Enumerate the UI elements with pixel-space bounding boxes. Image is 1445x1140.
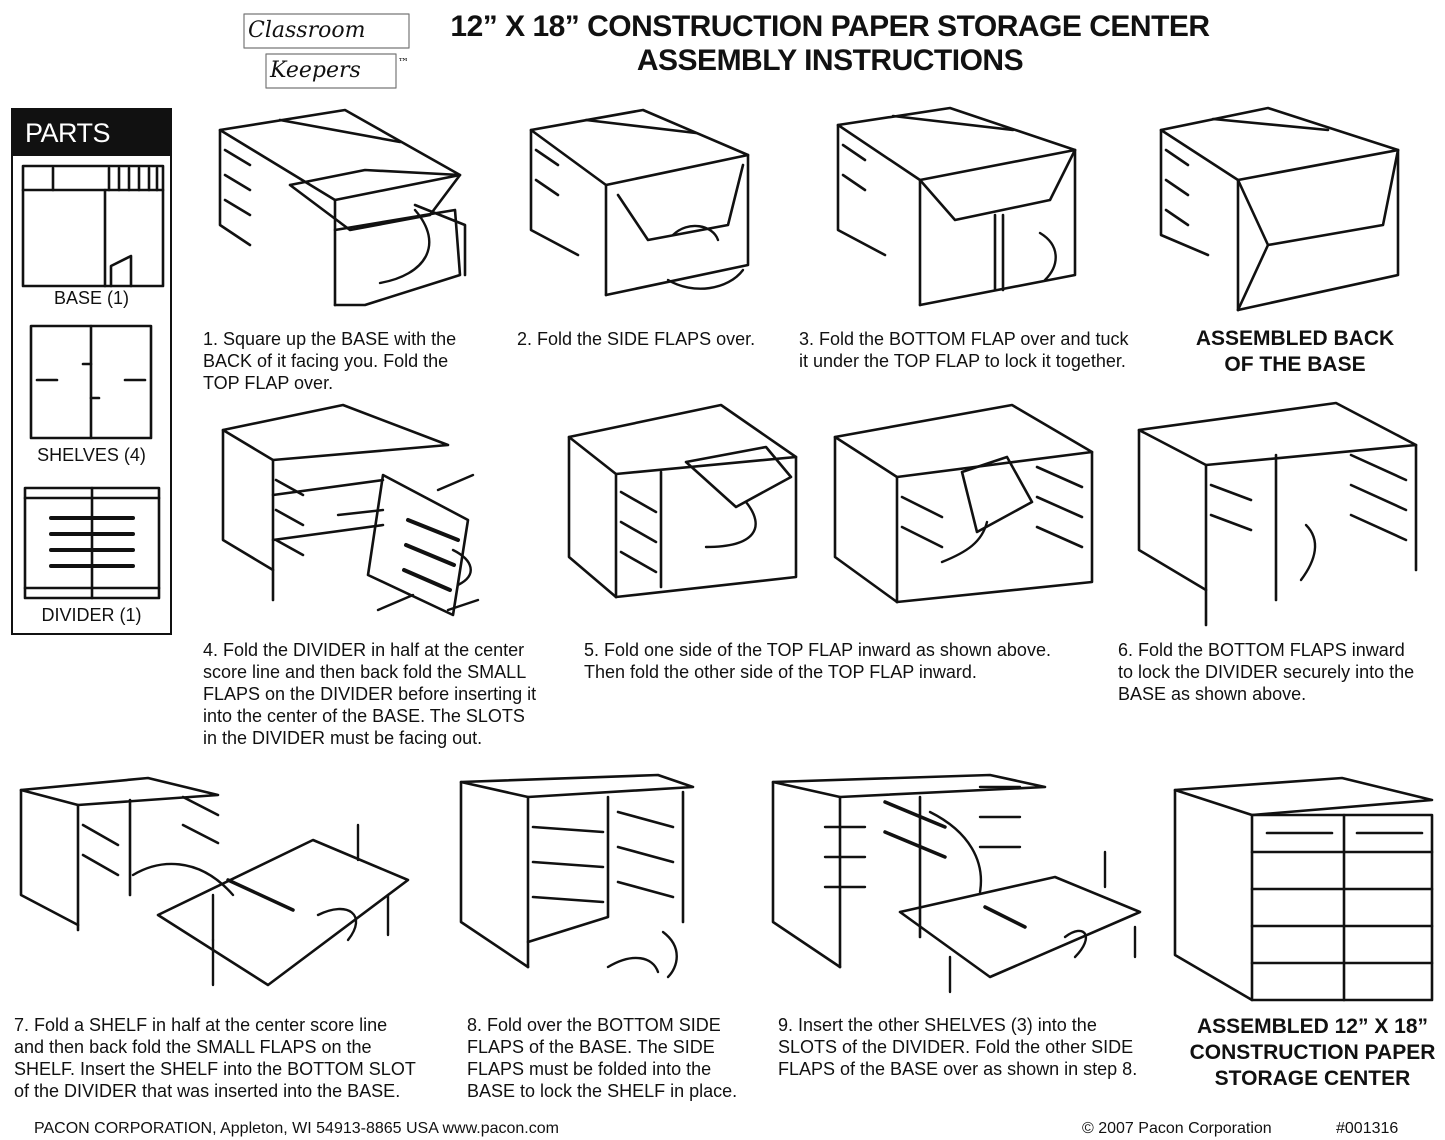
parts-list-heading: PARTS LIST <box>13 110 170 194</box>
logo-line2: Keepers <box>270 58 361 83</box>
footer-copyright: © 2007 Pacon Corporation <box>1082 1120 1272 1137</box>
title-line1: 12” X 18” CONSTRUCTION PAPER STORAGE CEN… <box>450 10 1210 43</box>
assembled-center-illustration <box>1173 776 1434 1002</box>
step7-caption: 7. Fold a SHELF in half at the center sc… <box>14 1015 416 1101</box>
step4-caption: 4. Fold the DIVIDER in half at the cente… <box>203 640 537 748</box>
shelf-diagram <box>29 324 153 440</box>
parts-diagrams <box>21 164 165 600</box>
logo-line1: Classroom <box>248 18 366 43</box>
logo-trademark: ™ <box>398 56 409 69</box>
step5b-illustration <box>833 403 1094 604</box>
base-diagram <box>21 164 165 288</box>
step5-illustration <box>567 403 798 599</box>
part-label-divider: DIVIDER (1) <box>41 605 142 625</box>
assembled-center-caption: ASSEMBLED 12” X 18” CONSTRUCTION PAPER S… <box>1189 1015 1436 1090</box>
step7-illustration <box>19 776 410 987</box>
footer-company: PACON CORPORATION, Appleton, WI 54913-88… <box>34 1120 559 1137</box>
part-label-shelves: SHELVES (4) <box>37 445 146 465</box>
step5-caption: 5. Fold one side of the TOP FLAP inward … <box>584 640 1051 682</box>
assembled-back-illustration <box>1159 106 1400 312</box>
title-line2: ASSEMBLY INSTRUCTIONS <box>636 44 1024 77</box>
step6-illustration <box>1137 401 1418 627</box>
step9-illustration <box>771 773 1142 994</box>
step1-illustration <box>218 108 467 307</box>
assembled-back-caption: ASSEMBLED BACK OF THE BASE <box>1195 327 1395 376</box>
page-title: 12” X 18” CONSTRUCTION PAPER STORAGE CEN… <box>430 10 1230 78</box>
footer-product-number: #001316 <box>1336 1120 1399 1137</box>
step8-caption: 8. Fold over the BOTTOM SIDE FLAPS of th… <box>467 1015 738 1101</box>
step6-caption: 6. Fold the BOTTOM FLAPS inward to lock … <box>1118 640 1415 704</box>
step3-illustration <box>836 106 1077 307</box>
part-label-base: BASE (1) <box>53 288 130 308</box>
step2-caption: 2. Fold the SIDE FLAPS over. <box>517 329 756 349</box>
divider-diagram <box>23 486 161 600</box>
step9-caption: 9. Insert the other SHELVES (3) into the… <box>778 1015 1138 1079</box>
step1-caption: 1. Square up the BASE with the BACK of i… <box>203 329 457 393</box>
logo-frame <box>243 13 410 89</box>
step3-caption: 3. Fold the BOTTOM FLAP over and tuck it… <box>799 329 1129 371</box>
brand-logo: Classroom Keepers ™ <box>232 6 422 94</box>
step2-illustration <box>529 108 750 297</box>
step8-illustration <box>459 773 695 979</box>
step4-illustration <box>221 403 480 617</box>
parts-list: PARTS LIST <box>11 108 172 635</box>
